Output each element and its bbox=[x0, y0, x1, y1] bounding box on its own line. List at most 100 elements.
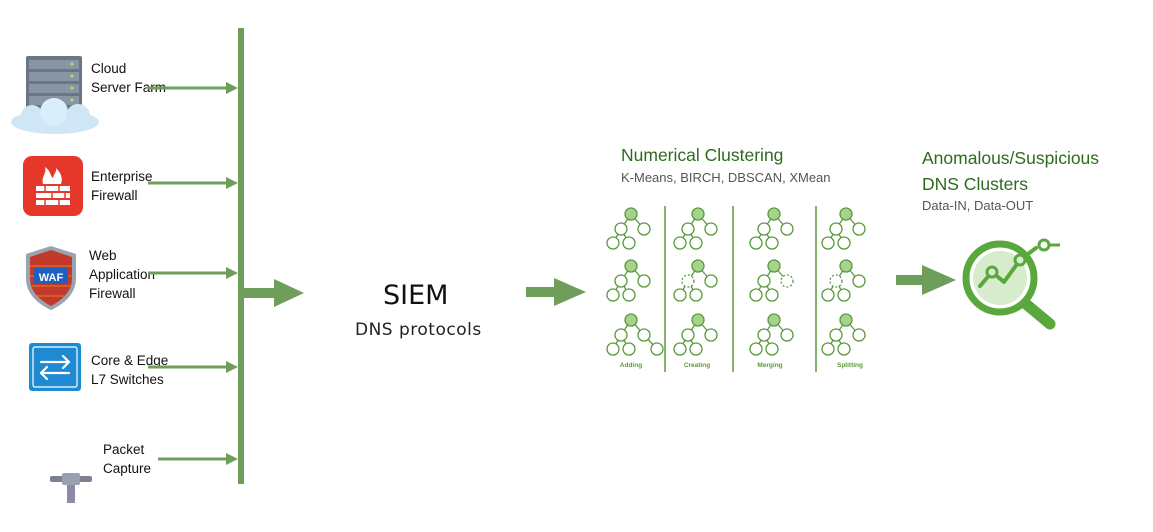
tree-node bbox=[829, 222, 843, 236]
tree-node bbox=[839, 259, 853, 273]
tree-node bbox=[852, 222, 866, 236]
siem-subtitle: DNS protocols bbox=[355, 320, 482, 340]
source-label-line: Cloud bbox=[91, 61, 127, 76]
source-label-line: Core & Edge bbox=[91, 353, 169, 368]
source-label-line: Enterprise bbox=[91, 169, 153, 184]
clustering-to-anomalous-arrow bbox=[896, 265, 956, 295]
source-label-packet-capture: Packet Capture bbox=[103, 440, 151, 478]
tree-node bbox=[852, 274, 866, 288]
source-label-enterprise-firewall: Enterprise Firewall bbox=[91, 167, 153, 205]
tree-node bbox=[622, 236, 636, 250]
tree-node bbox=[622, 288, 636, 302]
column-label-splitting: Splitting bbox=[837, 362, 863, 369]
tree-node bbox=[837, 342, 851, 356]
source-label-line: Capture bbox=[103, 461, 152, 476]
magnifier-chart-icon bbox=[962, 238, 1060, 330]
anomalous-title-line1: Anomalous/Suspicious bbox=[922, 148, 1100, 168]
source-arrow bbox=[148, 82, 238, 94]
tree-node bbox=[606, 342, 620, 356]
cloud-server-icon bbox=[11, 56, 99, 134]
tree-node bbox=[837, 236, 851, 250]
tree-node bbox=[681, 328, 695, 342]
tree-node bbox=[767, 313, 781, 327]
source-label-line: L7 Switches bbox=[91, 372, 164, 387]
column-label-adding: Adding bbox=[619, 362, 643, 369]
tree-node bbox=[829, 274, 843, 288]
tree-node bbox=[606, 288, 620, 302]
bus-to-siem-arrow bbox=[244, 279, 304, 307]
tree-node bbox=[689, 342, 703, 356]
tree-node bbox=[767, 207, 781, 221]
source-label-line: Server Farm bbox=[91, 80, 167, 95]
tree-node bbox=[852, 328, 866, 342]
packet-tap-icon bbox=[50, 473, 92, 503]
source-label-line: Web bbox=[89, 248, 117, 263]
tree-node bbox=[821, 236, 835, 250]
tree-node bbox=[614, 222, 628, 236]
tree-node bbox=[704, 222, 718, 236]
tree-node bbox=[673, 236, 687, 250]
tree-node bbox=[622, 342, 636, 356]
tree-node bbox=[704, 274, 718, 288]
clustering-subtitle: K-Means, BIRCH, DBSCAN, XMean bbox=[621, 170, 831, 185]
tree-node bbox=[839, 207, 853, 221]
source-label-line: Application bbox=[89, 267, 156, 282]
tree-node bbox=[757, 222, 771, 236]
tree-node bbox=[689, 236, 703, 250]
anomalous-subtitle: Data-IN, Data-OUT bbox=[922, 198, 1034, 213]
tree-node bbox=[767, 259, 781, 273]
source-arrow bbox=[148, 267, 238, 279]
source-label-line: Firewall bbox=[89, 286, 136, 301]
tree-node bbox=[749, 236, 763, 250]
tree-node bbox=[624, 313, 638, 327]
tree-node bbox=[650, 342, 664, 356]
tree-node bbox=[681, 222, 695, 236]
tree-node bbox=[624, 207, 638, 221]
tree-node bbox=[606, 236, 620, 250]
column-label-creating: Creating bbox=[683, 362, 711, 369]
source-arrow bbox=[148, 361, 238, 373]
tree-node bbox=[780, 274, 794, 288]
switch-icon bbox=[29, 343, 81, 391]
tree-node bbox=[765, 236, 779, 250]
tree-node bbox=[614, 328, 628, 342]
siem-to-clustering-arrow bbox=[526, 278, 586, 306]
waf-badge-text: WAF bbox=[39, 272, 64, 284]
source-label-line: Firewall bbox=[91, 188, 138, 203]
tree-node bbox=[780, 222, 794, 236]
collector-bus-line bbox=[238, 28, 244, 484]
tree-node bbox=[757, 328, 771, 342]
tree-node bbox=[689, 288, 703, 302]
clustering-tree-diagram bbox=[606, 206, 866, 372]
source-label-cloud: Cloud Server Farm bbox=[91, 59, 166, 97]
tree-node bbox=[821, 342, 835, 356]
tree-node bbox=[673, 288, 687, 302]
tree-node bbox=[837, 288, 851, 302]
source-arrow bbox=[158, 453, 238, 465]
tree-node bbox=[749, 342, 763, 356]
source-label-line: Packet bbox=[103, 442, 145, 457]
tree-node bbox=[637, 274, 651, 288]
tree-node bbox=[765, 288, 779, 302]
tree-node bbox=[829, 328, 843, 342]
tree-node bbox=[691, 259, 705, 273]
tree-node bbox=[637, 328, 651, 342]
tree-node bbox=[704, 328, 718, 342]
source-label-waf: Web Application Firewall bbox=[89, 246, 155, 303]
siem-title: SIEM bbox=[383, 280, 449, 311]
source-arrow bbox=[148, 177, 238, 189]
waf-shield-icon: WAF bbox=[26, 246, 76, 310]
tree-node bbox=[821, 288, 835, 302]
tree-node bbox=[691, 313, 705, 327]
tree-node bbox=[681, 274, 695, 288]
tree-node bbox=[749, 288, 763, 302]
tree-node bbox=[839, 313, 853, 327]
tree-node bbox=[637, 222, 651, 236]
column-label-merging: Merging bbox=[757, 362, 783, 369]
tree-node bbox=[673, 342, 687, 356]
clustering-title: Numerical Clustering bbox=[621, 145, 784, 165]
source-label-switches: Core & Edge L7 Switches bbox=[91, 351, 168, 389]
tree-node bbox=[614, 274, 628, 288]
anomalous-title-line2: DNS Clusters bbox=[922, 174, 1028, 194]
